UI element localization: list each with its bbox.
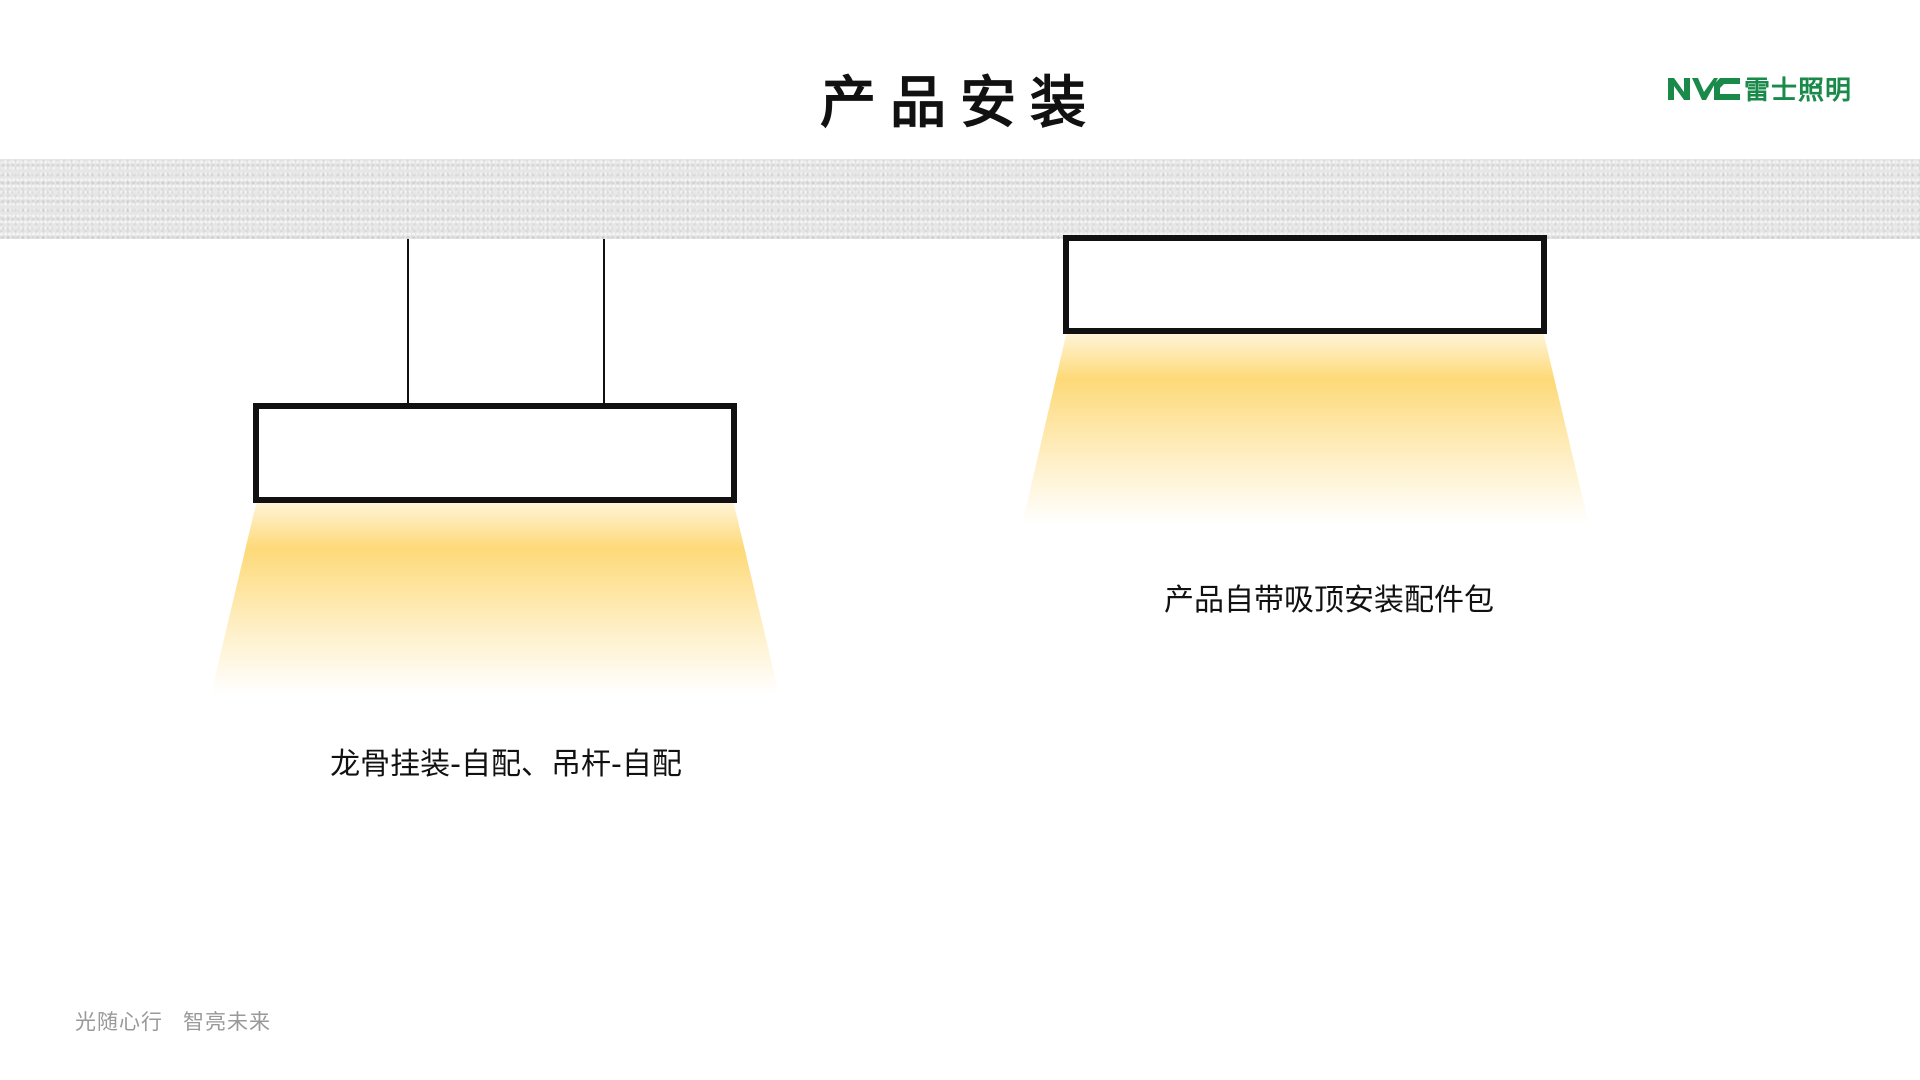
ceiling-mount-fixture <box>1063 235 1547 334</box>
slogan-part-2: 智亮未来 <box>183 1010 271 1034</box>
brand-logo: 雷士照明 <box>1668 70 1852 107</box>
nvc-logo-icon <box>1668 77 1740 100</box>
pendant-fixture <box>253 403 737 503</box>
suspension-rod <box>407 239 409 405</box>
slogan-part-1: 光随心行 <box>75 1010 163 1034</box>
ceiling <box>0 159 1920 239</box>
page-title: 产品安装 <box>820 71 1100 136</box>
pendant-install-label: 龙骨挂装-自配、吊杆-自配 <box>330 747 682 782</box>
ceiling-install-label: 产品自带吸顶安装配件包 <box>1164 583 1494 618</box>
light-beam-right <box>1022 331 1589 525</box>
suspension-rod <box>603 239 605 405</box>
footer-slogan: 光随心行智亮未来 <box>75 1006 271 1036</box>
light-beam-left <box>211 500 779 694</box>
brand-name: 雷士照明 <box>1744 76 1853 106</box>
